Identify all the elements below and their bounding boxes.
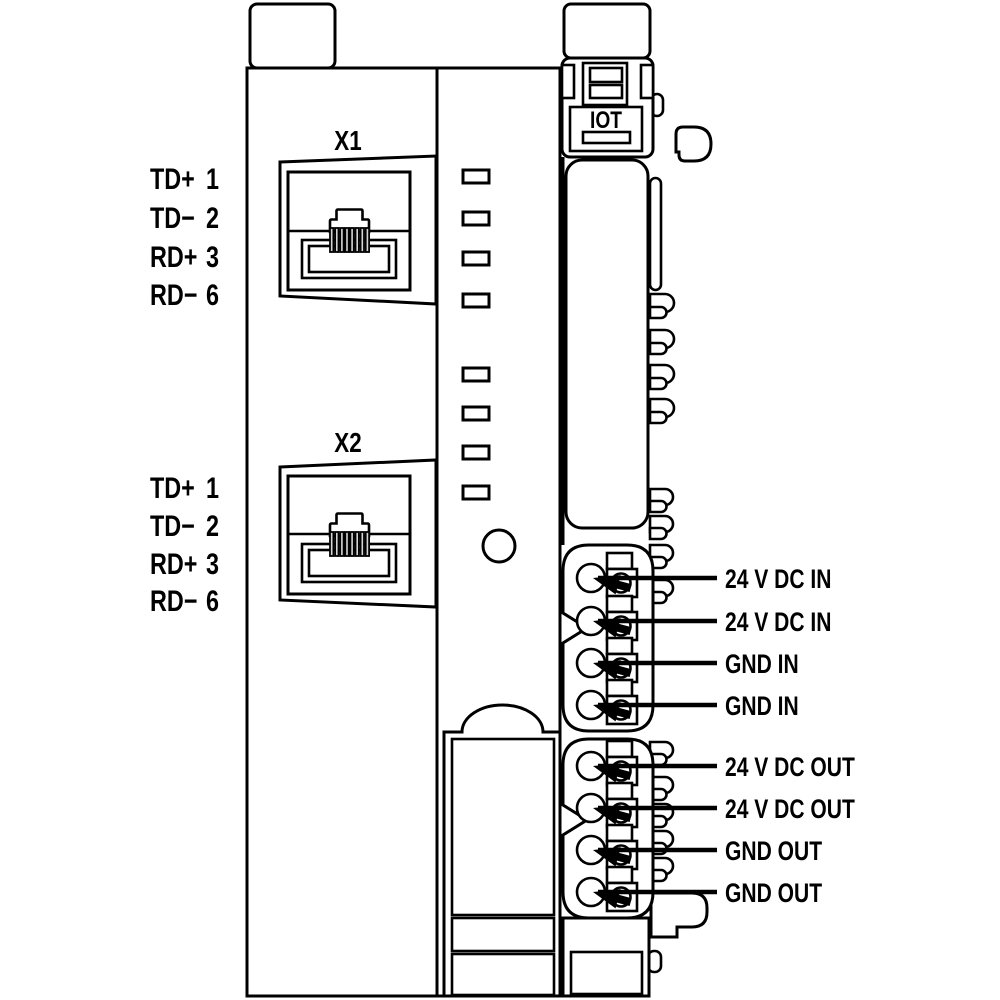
iot-marking: IOT (568, 105, 644, 153)
pin-number: 1 (206, 471, 219, 504)
port-x2-contacts-shoulder (328, 512, 371, 538)
terminal-label: GND IN (725, 692, 799, 722)
terminal-label: 24 V DC IN (725, 608, 831, 638)
port-x2-label: X2 (334, 428, 361, 459)
led (461, 210, 491, 227)
right-column-body (564, 158, 650, 530)
terminal-gnd-in-2[interactable] (575, 678, 717, 726)
pin-signal: RD− (150, 584, 197, 617)
bottom-section-window (569, 950, 644, 996)
terminal-labels: 24 V DC IN 24 V DC IN GND IN GND IN 24 V… (725, 565, 855, 909)
led (461, 444, 491, 461)
port-x1-label: X1 (334, 126, 361, 157)
led (461, 292, 491, 309)
led-indicators (461, 168, 517, 564)
pin-number: 2 (206, 201, 219, 234)
ethernet-port-x1[interactable]: X1 (278, 126, 438, 306)
led (461, 250, 491, 267)
pin-signal: TD+ (150, 162, 195, 195)
port-x2-contact-pins (329, 531, 371, 557)
terminal-label: 24 V DC OUT (725, 753, 855, 783)
pin-number: 2 (206, 509, 219, 542)
led (461, 405, 491, 422)
pin-signal: TD− (150, 509, 195, 542)
port-x1-contact-pins (329, 227, 371, 253)
led (461, 168, 491, 185)
pin-number: 1 (206, 162, 219, 195)
led (461, 484, 491, 501)
contact-tab-group-a (648, 292, 676, 425)
din-rail-contacts (646, 92, 713, 974)
terminal-gnd-in-1[interactable] (575, 636, 717, 684)
contact-tab-group-b (648, 487, 675, 605)
top-tab-left (248, 2, 337, 70)
panel-strip-2 (450, 952, 556, 997)
ethernet-port-x2[interactable]: X2 (278, 428, 438, 609)
terminal-gnd-out-1[interactable] (575, 823, 717, 871)
terminal-gnd-out-2[interactable] (575, 865, 717, 913)
pin-number: 6 (206, 278, 219, 311)
pin-number: 3 (206, 547, 219, 580)
pin-number: 6 (206, 584, 219, 617)
lower-panel (442, 703, 560, 997)
terminal-label: GND OUT (725, 837, 822, 867)
terminal-24vdc-in-2[interactable] (575, 594, 717, 642)
terminal-24vdc-out-1[interactable] (575, 739, 717, 787)
pinout-x1: TD+ 1 TD− 2 RD+ 3 RD− 6 (150, 162, 219, 311)
panel-outline-dome (442, 703, 560, 996)
port-x1-contacts-shoulder (328, 208, 371, 234)
iot-label: IOT (590, 106, 623, 134)
pin-signal: RD+ (150, 547, 197, 580)
terminal-label: GND OUT (725, 879, 822, 909)
pin-signal: RD+ (150, 240, 197, 273)
panel-window (450, 737, 556, 917)
mode-button[interactable] (481, 528, 517, 564)
terminal-label: GND IN (725, 650, 799, 680)
pin-signal: TD− (150, 201, 195, 234)
contact-strip (648, 176, 663, 292)
top-tab-right (562, 2, 652, 60)
pin-signal: TD+ (150, 471, 195, 504)
release-hook-top (674, 125, 713, 163)
led (461, 366, 491, 383)
terminal-label: 24 V DC IN (725, 565, 831, 595)
terminal-24vdc-out-2[interactable] (575, 781, 717, 829)
release-hook-bottom (649, 891, 709, 939)
terminal-label: 24 V DC OUT (725, 795, 855, 825)
pin-number: 3 (206, 240, 219, 273)
terminal-24vdc-in-1[interactable] (575, 551, 717, 599)
panel-strip-1 (450, 916, 556, 953)
pinout-x2: TD+ 1 TD− 2 RD+ 3 RD− 6 (150, 471, 219, 617)
iot-slot (581, 130, 632, 145)
latch-button[interactable] (560, 61, 655, 107)
pin-signal: RD− (150, 278, 197, 311)
